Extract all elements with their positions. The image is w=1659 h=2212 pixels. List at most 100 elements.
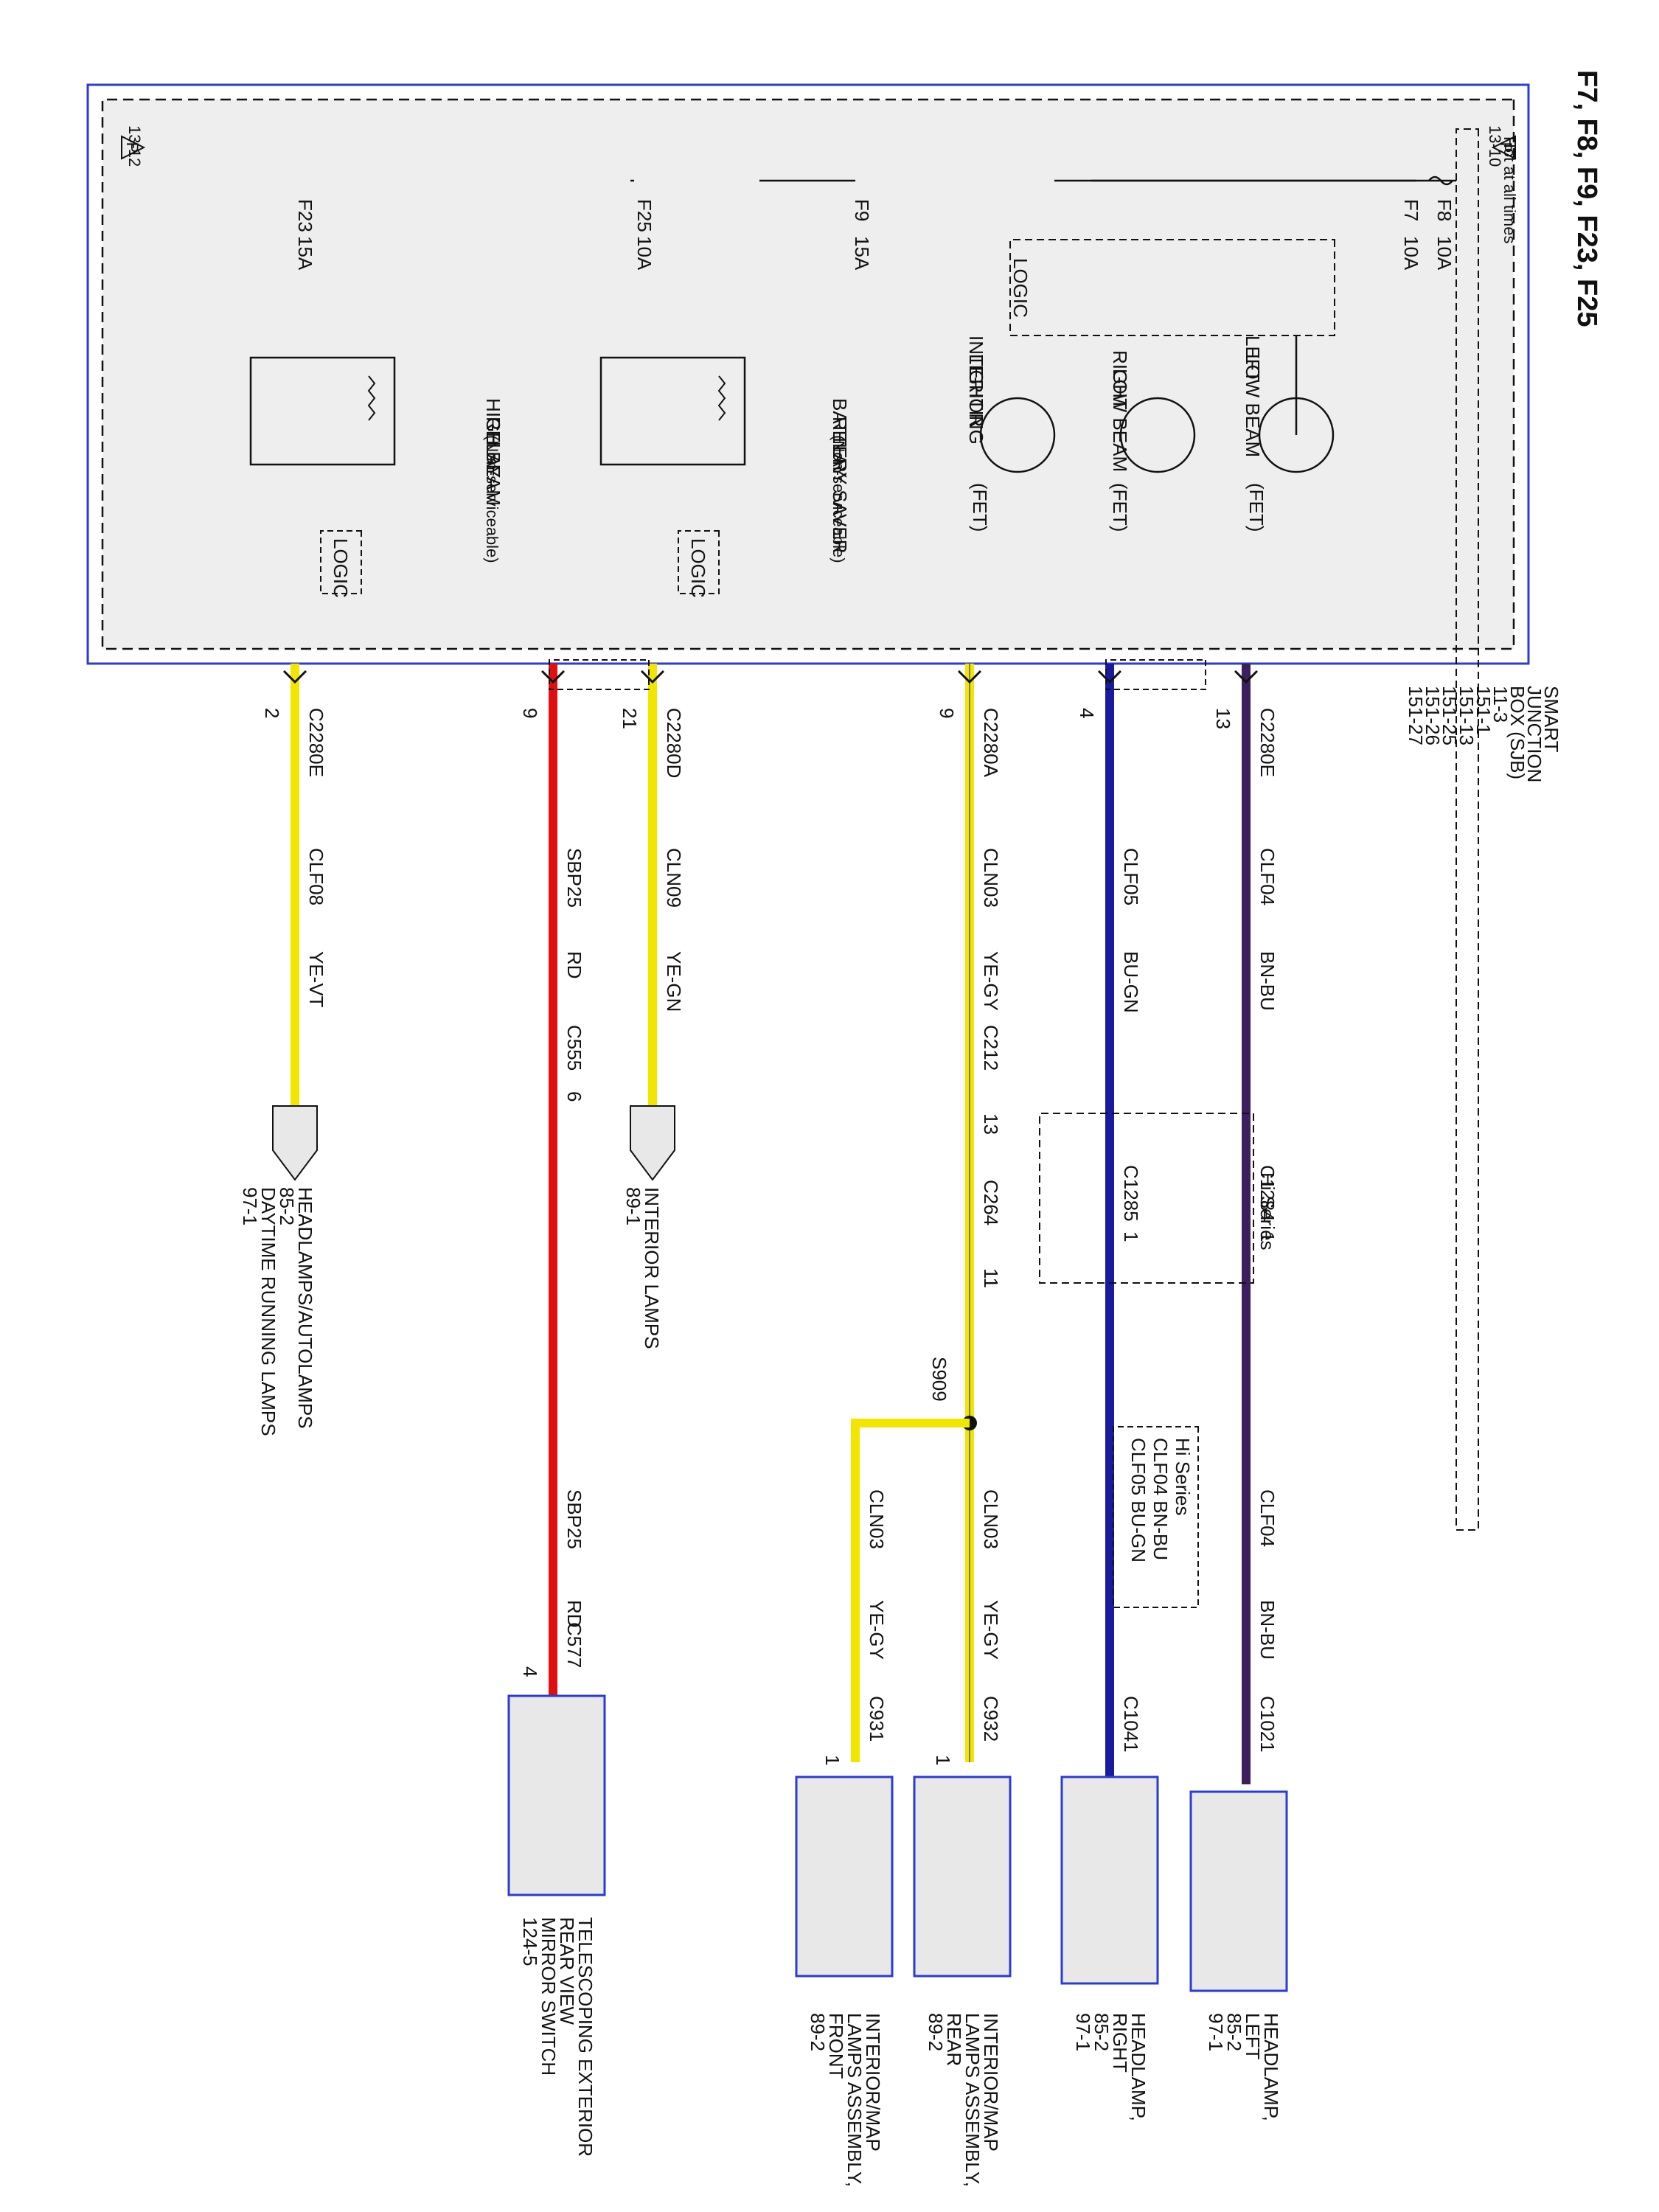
page-title: F7, F8, F9, F23, F25 (1571, 70, 1602, 327)
component-line: 97-1 (239, 1187, 261, 1225)
svg-text:151-26: 151-26 (1422, 686, 1444, 745)
pin-label: 13 (1212, 708, 1234, 729)
component-line: 89-1 (622, 1187, 644, 1225)
splice-label: S909 (928, 1357, 950, 1402)
component-headlamp-right[interactable] (1060, 1775, 1159, 1985)
battery-saver-relay[interactable]: BATTERY SAVER RELAY (Non-serviceable) LO… (599, 356, 851, 598)
circuit-label: CLF04 (1256, 848, 1279, 905)
wire-color-label: YE-VT (305, 951, 327, 1008)
circuit-sbp25[interactable]: 9 SBP25 RD C555 6 SBP25 RD C577 4 TELESC… (507, 664, 606, 2157)
connector-arrow-icon (1097, 669, 1122, 684)
wire-color-label: RD (563, 951, 585, 979)
logic-label: LOGIC (1009, 258, 1032, 318)
connector-label: C2280E (1256, 708, 1279, 777)
wire-color-label: YE-GY (980, 951, 1002, 1011)
component-mirror-switch[interactable] (507, 1694, 606, 1896)
relay-name-line3: (Non-serviceable) (483, 435, 501, 563)
fuse-label: F8 (1433, 199, 1455, 221)
wire-color2-label: BN-BU (1256, 1600, 1279, 1660)
component-line: INTERIOR LAMPS (641, 1187, 663, 1349)
page-reference-icon[interactable] (630, 1105, 675, 1181)
svg-text:SMART: SMART (1540, 686, 1562, 753)
inline2-pin: 11 (980, 1268, 1002, 1288)
component-line: TELESCOPING EXTERIOR (574, 1917, 597, 2157)
connector-label: C2280D (663, 708, 685, 778)
page-reference-icon[interactable] (121, 135, 146, 160)
connector-label: C2280A (980, 708, 1002, 778)
end-pin-label: 1 (821, 1755, 844, 1765)
fet-name-line2: LOW BEAM (1242, 354, 1264, 457)
fet-interior-lighting[interactable]: INTERIOR LIGHTING (FET) (965, 335, 1056, 532)
end-pin-label: 1 (932, 1755, 954, 1765)
fuse-rating: 15A (851, 236, 873, 271)
fet-name-line1: RIGHT (1109, 350, 1131, 410)
component-line: 89-2 (807, 2013, 829, 2051)
pin-label: 9 (519, 708, 541, 718)
component-interior-map-front[interactable] (795, 1775, 894, 1978)
fuse-rating: 15A (294, 236, 316, 271)
relay-name-line2: RELAY (482, 417, 504, 478)
svg-text:151-27: 151-27 (1405, 686, 1427, 745)
circuit-clf04[interactable]: C2280E 13 CLF04 BN-BU C1284 1 CLF04 BN-B… (1189, 664, 1288, 2121)
fet-icon (979, 397, 1056, 473)
circuit-label: CLN03 (980, 848, 1002, 908)
pin-label: 21 (619, 708, 641, 729)
relay-coil-icon (717, 375, 726, 421)
relay-name-line2: RELAY (829, 417, 851, 478)
fet-name-line2: LOW BEAM (1109, 369, 1131, 472)
fet-name-line1: INTERIOR (965, 335, 987, 427)
connector-arrows (282, 669, 1259, 684)
sjb-enclosure (101, 98, 1515, 650)
mid-connector-label: C1284 (1256, 1165, 1279, 1222)
circuit-clf08[interactable]: C2280E 2 CLF08 YE-VT HEADLAMPS/AUTOLAMPS… (239, 664, 327, 1436)
mid-pin-label: 6 (563, 1091, 585, 1102)
component-line: INTERIOR/MAP (980, 2013, 1002, 2152)
fet-right-low-beam[interactable]: RIGHT LOW BEAM (FET) (1109, 350, 1196, 532)
fuse-rating: 10A (633, 236, 655, 271)
connector-arrow-icon (540, 669, 566, 684)
component-line: FRONT (825, 2013, 847, 2079)
component-line: LEFT (1242, 2013, 1264, 2060)
circuit-cln03-front[interactable]: CLN03 YE-GY C931 1 INTERIOR/MAP LAMPS AS… (795, 1419, 970, 2187)
circuit-label: CLN09 (663, 848, 685, 908)
component-line: 124-5 (519, 1917, 541, 1966)
fuse-f7[interactable]: F7 10A (1091, 179, 1422, 271)
circuit-label: CLF08 (305, 848, 327, 905)
component-line: MIRROR SWITCH (538, 1917, 560, 2076)
circuit-clf05[interactable]: 4 CLF05 BU-GN C1285 1 C1041 3 HEADLAMP, … (1060, 664, 1159, 2121)
high-beam-relay[interactable]: HIGH BEAM RELAY (Non-serviceable) LOGIC (249, 356, 504, 598)
page-reference-icon[interactable] (1491, 135, 1516, 160)
component-line: LAMPS ASSEMBLY, (961, 2013, 984, 2187)
left-symbol: P (123, 142, 142, 153)
relay-name-line1: HIGH BEAM (482, 398, 504, 506)
component-headlamp-left[interactable] (1189, 1790, 1288, 1992)
relay-body (249, 356, 396, 466)
component-line: LAMPS ASSEMBLY, (844, 2013, 866, 2187)
end-connector-label: C1041 (1120, 1696, 1142, 1753)
connector-arrow-icon (957, 669, 982, 684)
fet-name-line2: LIGHTING (965, 354, 987, 445)
fuse-f9[interactable]: F9 15A (759, 179, 873, 271)
component-line: 85-2 (1091, 2013, 1113, 2051)
fuse-icon (1428, 175, 1453, 186)
fuse-f25[interactable]: F25 10A (630, 179, 655, 271)
connector-arrow-icon (282, 669, 307, 684)
connector-c2280d-bridge (549, 659, 650, 690)
circuit-label: CLN03 (866, 1489, 888, 1549)
relay-name-line1: BATTERY SAVER (829, 398, 851, 553)
page-reference-icon[interactable] (272, 1105, 318, 1181)
end-pin-label: 4 (519, 1666, 541, 1677)
fet-left-low-beam[interactable]: LEFT LOW BEAM (FET) (1242, 335, 1335, 532)
circuit-cln09[interactable]: C2280D 21 CLN09 YE-GN INTERIOR LAMPS 89-… (619, 664, 685, 1349)
fuse-f23[interactable]: F23 15A (294, 199, 316, 271)
relay-coil-icon (367, 375, 376, 421)
circuit2-label: CLF04 (1256, 1489, 1279, 1547)
hi-series-legend-title: Hi Series (1172, 1438, 1194, 1515)
relay-logic-label: LOGIC (330, 538, 352, 598)
circuit-cln03-rear[interactable]: C2280A 9 CLN03 YE-GY C212 13 C264 11 S90… (913, 664, 1012, 2187)
fuse-label: F25 (633, 199, 655, 232)
inline2-label: C264 (980, 1180, 1002, 1225)
relay-logic-label: LOGIC (687, 538, 709, 598)
component-interior-map-rear[interactable] (913, 1775, 1012, 1978)
